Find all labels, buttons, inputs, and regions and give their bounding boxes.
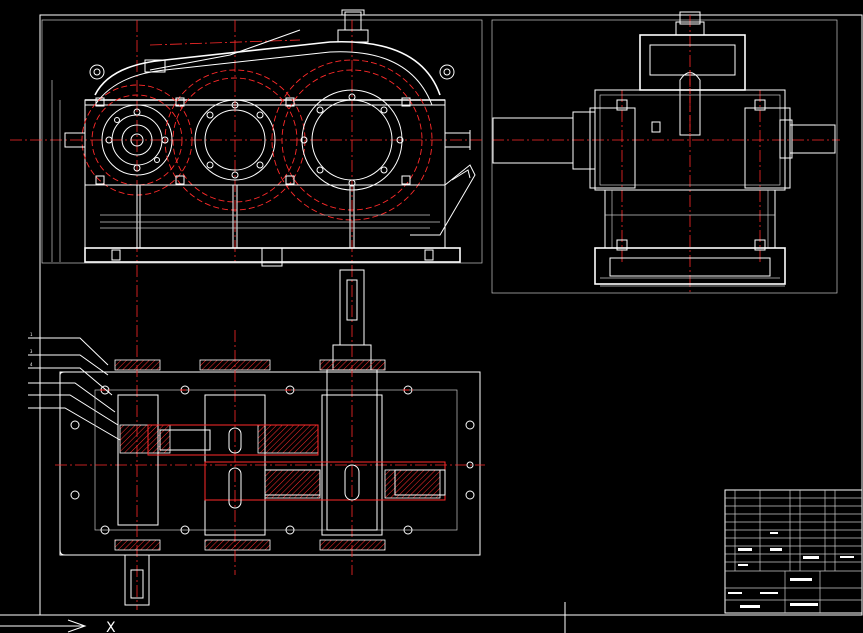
leader-number-4: 4 xyxy=(30,362,33,367)
drawing-frame xyxy=(0,14,863,633)
plan-section-view: 1 3 4 xyxy=(28,265,485,610)
side-view xyxy=(491,11,840,295)
leader-number-1: 1 xyxy=(30,332,33,337)
title-block xyxy=(724,489,863,614)
leader-number-3: 3 xyxy=(30,349,33,354)
front-view xyxy=(10,9,485,267)
x-axis-label: X xyxy=(106,620,116,633)
x-axis-indicator: X xyxy=(0,619,116,633)
